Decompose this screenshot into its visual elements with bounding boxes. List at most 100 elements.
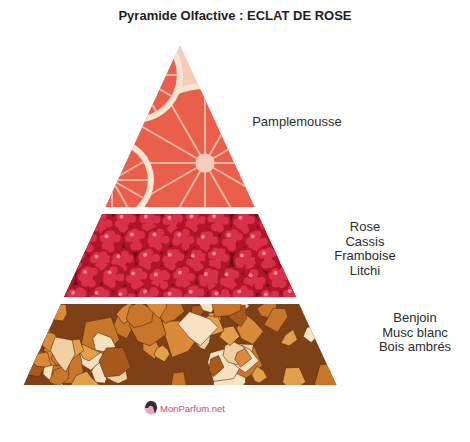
berry-shine <box>45 254 49 258</box>
tier-picture <box>0 214 470 297</box>
drupelet <box>235 257 243 265</box>
benzoin-chunk <box>31 352 51 367</box>
drupelet <box>43 214 51 221</box>
drupelet <box>247 216 255 224</box>
resin-ground <box>0 304 470 385</box>
drupelet <box>233 289 241 297</box>
drupelet <box>316 280 324 288</box>
drupelet <box>297 255 305 263</box>
drupelet <box>306 291 314 297</box>
grapefruit-segment <box>135 74 177 76</box>
drupelet <box>352 280 360 288</box>
drupelet <box>51 287 59 295</box>
drupelet <box>196 289 204 297</box>
drupelet <box>321 284 329 292</box>
drupelet <box>73 214 81 220</box>
drupelet <box>327 272 335 280</box>
tier-picture <box>0 45 470 207</box>
raspberry <box>292 268 318 294</box>
drupelet <box>331 225 339 233</box>
drupelet <box>156 229 164 237</box>
berry-shine <box>95 216 99 220</box>
drupelet <box>304 257 312 265</box>
drupelet <box>49 217 57 225</box>
drupelet <box>333 262 341 270</box>
note-label: Rose <box>334 220 395 235</box>
drupelet <box>66 218 74 226</box>
note-label: Cassis <box>334 235 395 250</box>
drupelet <box>310 247 318 255</box>
drupelet <box>244 250 252 258</box>
drupelet <box>58 274 66 282</box>
drupelet <box>371 282 379 290</box>
berry-shine <box>108 270 112 274</box>
benzoin-chunk <box>333 351 370 385</box>
grapefruit-segment <box>250 65 279 82</box>
drupelet <box>54 235 62 243</box>
grapefruit-segment <box>233 45 250 65</box>
drupelet <box>47 264 55 272</box>
raspberry <box>257 287 283 297</box>
drupelet <box>330 292 338 297</box>
drupelet <box>297 230 305 238</box>
berry-shine <box>288 253 292 257</box>
drupelet <box>140 215 148 223</box>
berry-shine <box>335 291 339 295</box>
berry-shine <box>143 253 147 257</box>
berry-shine <box>154 273 158 277</box>
drupelet <box>354 291 362 297</box>
berry-shine <box>264 293 268 297</box>
drupelet <box>296 217 304 225</box>
drupelet <box>181 267 189 275</box>
berry-shine <box>56 271 60 275</box>
drupelet <box>361 294 369 297</box>
berry-shine <box>299 274 303 278</box>
drupelet <box>140 288 148 296</box>
drupelet <box>326 238 334 246</box>
drupelet <box>80 218 88 226</box>
drupelet <box>40 290 48 297</box>
drupelet <box>276 244 284 252</box>
drupelet <box>68 215 76 223</box>
drupelet <box>263 214 271 219</box>
grapefruit-segment <box>134 75 136 117</box>
drupelet <box>68 289 76 297</box>
drupelet <box>307 230 315 238</box>
drupelet <box>288 226 296 234</box>
drupelet <box>301 270 309 278</box>
berry-shine <box>204 272 208 276</box>
raspberry <box>326 214 352 236</box>
tier-illustration <box>0 45 470 207</box>
berry-shine <box>324 235 328 239</box>
note-label: Bois ambrés <box>379 340 451 355</box>
grapefruit-segment <box>250 64 284 66</box>
drupelet <box>51 272 59 280</box>
grapefruit-core <box>107 175 117 185</box>
drupelet <box>311 296 319 297</box>
drupelet <box>54 257 62 265</box>
drupelet <box>126 275 134 283</box>
drupelet <box>271 280 279 288</box>
drupelet <box>293 286 301 294</box>
benzoin-chunk <box>332 354 346 369</box>
drupelet <box>90 295 98 297</box>
drupelet <box>186 236 194 244</box>
grapefruit-segment <box>221 48 250 65</box>
drupelet <box>42 287 50 295</box>
drupelet <box>337 294 345 297</box>
benzoin-chunk <box>154 345 170 362</box>
drupelet <box>221 217 229 225</box>
benzoin-chunk <box>13 312 36 335</box>
drupelet <box>303 253 311 261</box>
drupelet <box>307 274 315 282</box>
drupelet <box>90 268 98 276</box>
drupelet <box>91 220 99 228</box>
drupelet <box>51 252 59 260</box>
drupelet <box>127 294 135 297</box>
benzoin-chunk <box>209 356 224 377</box>
drupelet <box>52 277 60 285</box>
berry-shine <box>237 289 241 293</box>
drupelet <box>315 249 323 257</box>
drupelet <box>328 220 336 228</box>
